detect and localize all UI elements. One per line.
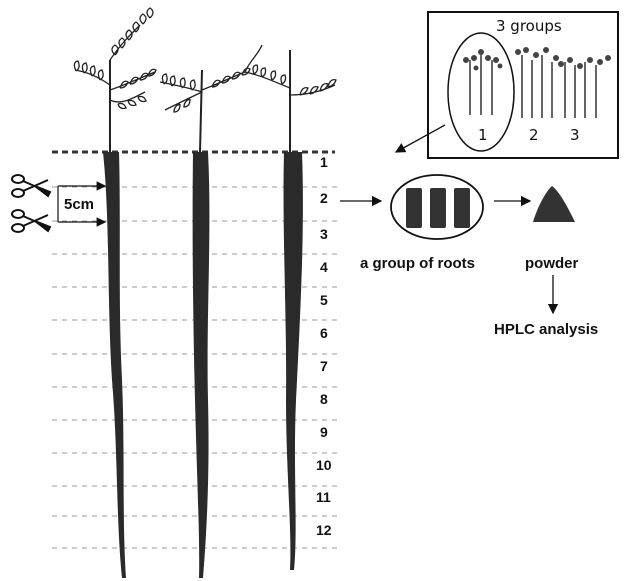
powder-pile-icon [533, 186, 575, 222]
segment-label-9: 9 [320, 424, 328, 440]
root-pieces-icon [406, 188, 470, 228]
segment-label-2: 2 [320, 190, 328, 206]
segment-label-8: 8 [320, 391, 328, 407]
root-1 [103, 152, 126, 578]
segment-label-5: 5 [320, 292, 328, 308]
segment-label-12: 12 [316, 522, 332, 538]
powder-label: powder [525, 255, 578, 272]
scissors-icon [12, 175, 50, 197]
segment-label-1: 1 [320, 154, 328, 170]
segment-label-10: 10 [316, 457, 332, 473]
segment-label-3: 3 [320, 226, 328, 242]
segment-label-7: 7 [320, 358, 328, 374]
scissors-icon-2 [12, 210, 50, 232]
root-2 [193, 152, 210, 578]
inset-group-label-3: 3 [570, 126, 580, 144]
inset-seedlings [470, 55, 596, 118]
inset-group-label-2: 2 [529, 126, 539, 144]
inset-title: 3 groups [496, 17, 562, 35]
interval-label: 5cm [64, 196, 94, 213]
inset-foliage [463, 47, 611, 71]
segment-label-4: 4 [320, 259, 328, 275]
inset-arrow [396, 125, 445, 152]
plant-leaves [74, 8, 336, 112]
inset-group-label-1: 1 [478, 126, 488, 144]
roots-label: a group of roots [360, 255, 475, 272]
root-3 [284, 152, 303, 570]
analysis-label: HPLC analysis [494, 321, 598, 338]
segment-label-11: 11 [316, 489, 331, 505]
plant-stems [110, 50, 290, 152]
segment-label-6: 6 [320, 325, 328, 341]
